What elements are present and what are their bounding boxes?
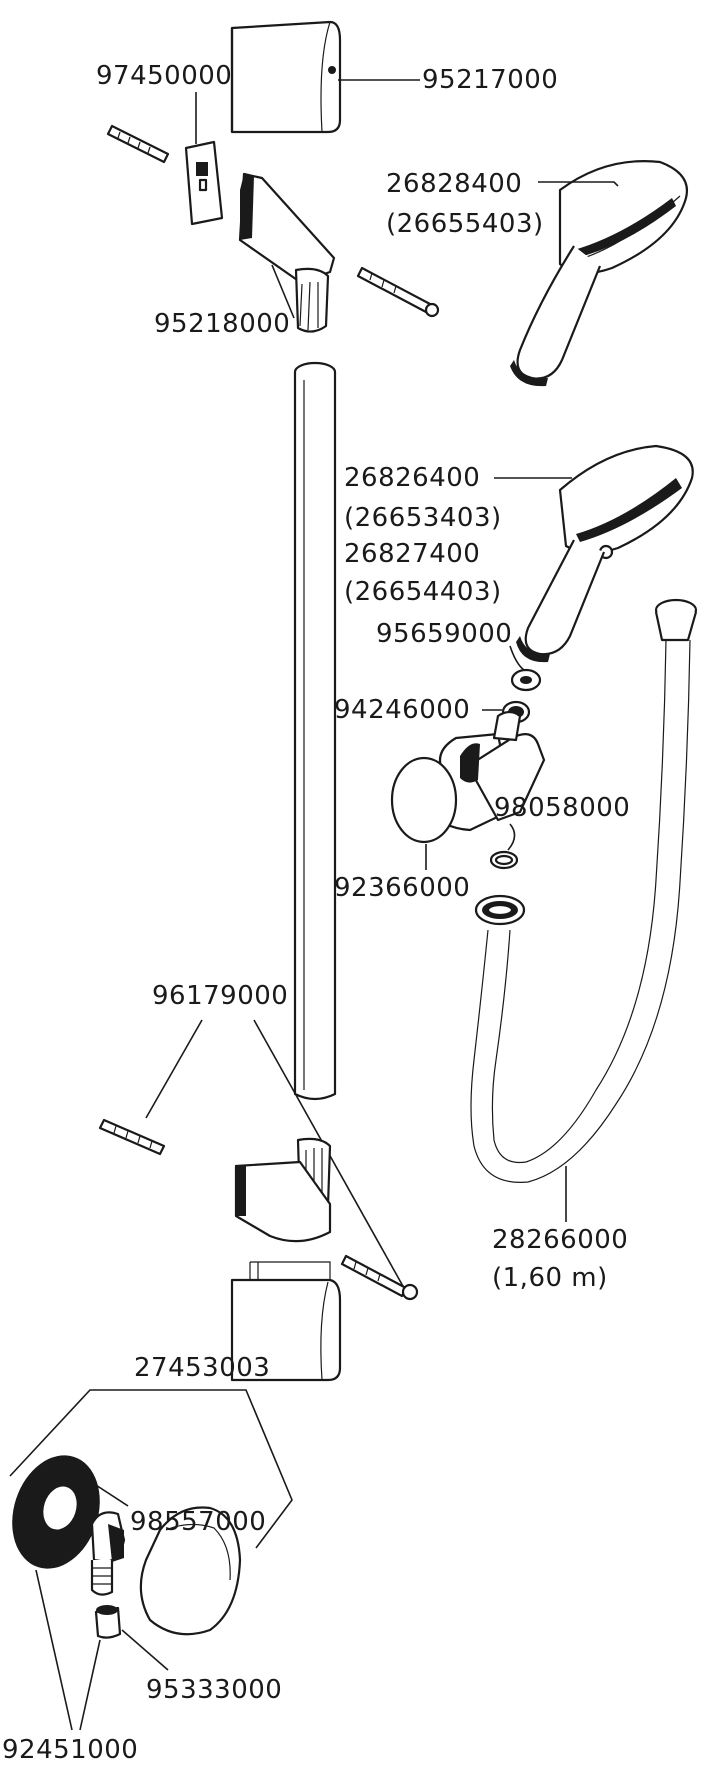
screw-icon <box>340 1254 419 1301</box>
label-92366000: 92366000 <box>334 873 470 903</box>
label-96179000: 96179000 <box>152 981 288 1011</box>
label-28266000: 28266000 <box>492 1225 628 1255</box>
label-95218000: 95218000 <box>154 309 290 339</box>
label-26655403: (26655403) <box>386 209 544 239</box>
label-26828400: 26828400 <box>386 169 522 199</box>
label-27453003: 27453003 <box>134 1353 270 1383</box>
screw-icon <box>106 124 170 164</box>
label-26826400: 26826400 <box>344 463 480 493</box>
wall-outlet-icon <box>139 1506 242 1636</box>
label-28266000-length: (1,60 m) <box>492 1263 608 1293</box>
wall-bracket-bottom-icon <box>234 1137 332 1243</box>
hose-icon <box>470 598 698 1183</box>
washer-icon <box>489 850 519 870</box>
label-26653403: (26653403) <box>344 503 502 533</box>
label-95659000: 95659000 <box>376 619 512 649</box>
screw-icon <box>356 266 440 318</box>
hand-shower-icon <box>510 160 689 387</box>
rosette-icon <box>12 1455 100 1569</box>
hand-shower-icon <box>516 444 694 663</box>
slide-rail-icon <box>293 361 337 1101</box>
label-98557000: 98557000 <box>130 1507 266 1537</box>
label-94246000: 94246000 <box>334 695 470 725</box>
slider-icon <box>390 710 546 844</box>
bottom-cover-icon <box>230 1261 342 1382</box>
label-95333000: 95333000 <box>146 1675 282 1705</box>
label-95217000: 95217000 <box>422 65 558 95</box>
washer-icon <box>510 668 542 692</box>
screw-icon <box>98 1118 166 1156</box>
label-98058000: 98058000 <box>494 793 630 823</box>
label-92451000: 92451000 <box>2 1735 138 1765</box>
wall-bracket-top-icon <box>238 172 336 333</box>
top-cover-icon <box>230 20 342 134</box>
adapter-nut-icon <box>94 1605 122 1639</box>
wall-plate-icon <box>184 140 224 226</box>
label-97450000: 97450000 <box>96 61 232 91</box>
label-26827400: 26827400 <box>344 539 480 569</box>
elbow-connector-icon <box>90 1511 126 1596</box>
label-26654403: (26654403) <box>344 577 502 607</box>
